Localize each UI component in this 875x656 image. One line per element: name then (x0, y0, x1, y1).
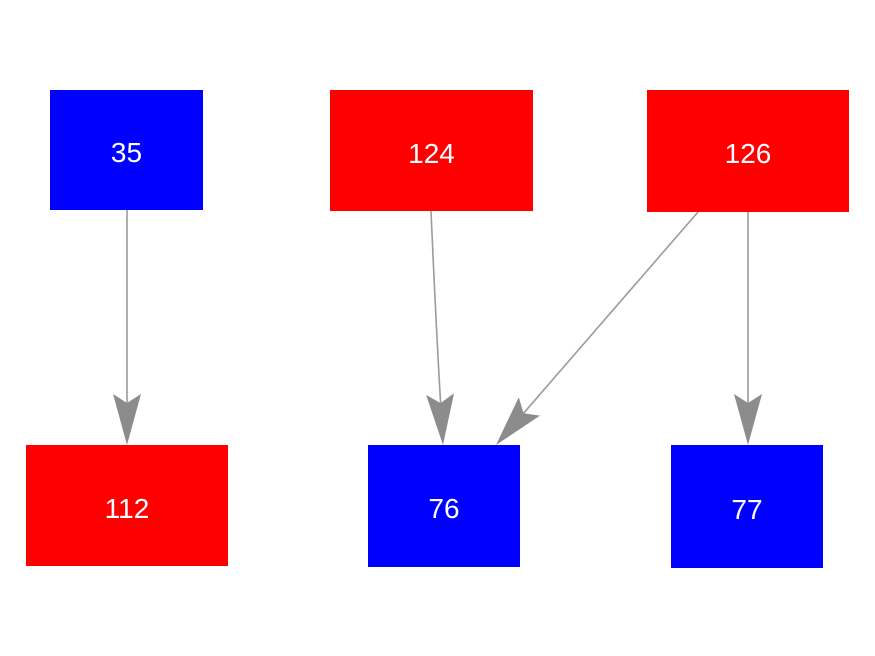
arrowhead-icon (113, 394, 141, 445)
node-112[interactable]: 112 (26, 445, 228, 566)
node-112-label: 112 (104, 492, 150, 524)
node-124-label: 124 (408, 137, 455, 169)
arrowhead-icon (496, 397, 540, 445)
node-35-label: 35 (110, 137, 143, 168)
edge-line-124-76 (430, 210, 442, 404)
node-124[interactable]: 124 (330, 90, 533, 211)
node-35[interactable]: 35 (50, 90, 203, 210)
node-77-label: 77 (731, 493, 763, 525)
node-76-label: 76 (428, 493, 460, 524)
node-77[interactable]: 77 (671, 445, 823, 568)
arrowhead-icon (734, 394, 762, 445)
edge-line-126-76 (522, 211, 699, 414)
arrowhead-icon (426, 393, 454, 445)
node-126-label: 126 (724, 138, 772, 169)
node-126[interactable]: 126 (647, 90, 849, 212)
node-76[interactable]: 76 (368, 445, 520, 567)
